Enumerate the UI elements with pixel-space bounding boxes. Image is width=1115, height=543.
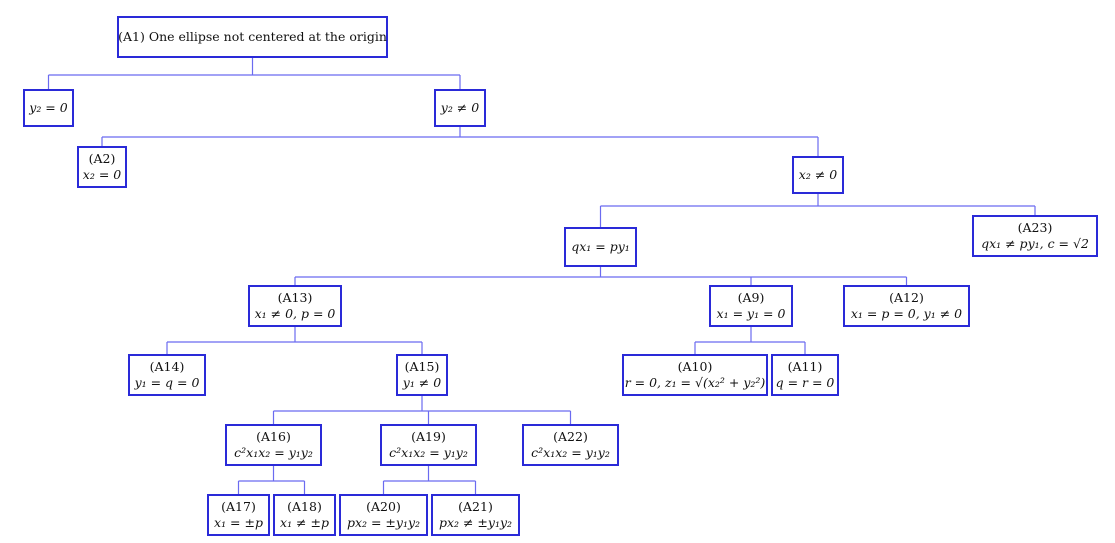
node-a23: (A23) qx₁ ≠ py₁, c = √2 — [972, 215, 1098, 257]
node-a16: (A16) c²x₁x₂ = y₁y₂ — [225, 424, 322, 466]
node-a13: (A13) x₁ ≠ 0, p = 0 — [248, 285, 342, 327]
node-a16-label: (A16) — [256, 429, 291, 444]
node-a12-label: (A12) — [889, 290, 924, 305]
node-a21-condition: px₂ ≠ ±y₁y₂ — [438, 515, 513, 530]
node-a19-condition: c²x₁x₂ = y₁y₂ — [389, 445, 468, 460]
node-a11: (A11) q = r = 0 — [771, 354, 839, 396]
node-a22-label: (A22) — [553, 429, 588, 444]
node-a21-label: (A21) — [458, 499, 493, 514]
node-a14: (A14) y₁ = q = 0 — [128, 354, 206, 396]
node-a17-label: (A17) — [221, 499, 256, 514]
node-y2-zero: y₂ = 0 — [23, 89, 74, 127]
node-a11-label: (A11) — [787, 359, 823, 374]
node-a21: (A21) px₂ ≠ ±y₁y₂ — [431, 494, 520, 536]
node-a10-condition: r = 0, z₁ = √(x₂² + y₂²) — [624, 375, 766, 390]
node-a1-label: (A1) One ellipse not centered at the ori… — [118, 29, 387, 44]
node-a22: (A22) c²x₁x₂ = y₁y₂ — [522, 424, 619, 466]
node-a15-label: (A15) — [404, 359, 440, 374]
node-qx1-equals-py1: qx₁ = py₁ — [564, 227, 637, 267]
node-a2-condition: x₂ = 0 — [82, 167, 122, 182]
node-a18-condition: x₁ ≠ ±p — [280, 515, 329, 530]
node-a10-label: (A10) — [677, 359, 713, 374]
node-a12: (A12) x₁ = p = 0, y₁ ≠ 0 — [843, 285, 970, 327]
node-a19-label: (A19) — [411, 429, 446, 444]
node-a22-condition: c²x₁x₂ = y₁y₂ — [531, 445, 610, 460]
node-a20-condition: px₂ = ±y₁y₂ — [346, 515, 421, 530]
node-a23-condition: qx₁ ≠ py₁, c = √2 — [981, 236, 1089, 251]
node-a2-label: (A2) — [88, 151, 116, 166]
node-a15: (A15) y₁ ≠ 0 — [396, 354, 448, 396]
node-a20-label: (A20) — [366, 499, 401, 514]
node-a2: (A2) x₂ = 0 — [77, 146, 127, 188]
node-a18-label: (A18) — [287, 499, 322, 514]
node-a19: (A19) c²x₁x₂ = y₁y₂ — [380, 424, 477, 466]
node-y2-nonzero: y₂ ≠ 0 — [434, 89, 486, 127]
node-a13-label: (A13) — [277, 290, 313, 305]
node-a17-condition: x₁ = ±p — [214, 515, 263, 530]
node-a18: (A18) x₁ ≠ ±p — [273, 494, 336, 536]
node-a9: (A9) x₁ = y₁ = 0 — [709, 285, 793, 327]
node-a9-label: (A9) — [737, 290, 765, 305]
node-qx1-equals-py1-condition: qx₁ = py₁ — [571, 239, 630, 254]
node-x2-nonzero-condition: x₂ ≠ 0 — [798, 167, 838, 182]
node-a16-condition: c²x₁x₂ = y₁y₂ — [234, 445, 313, 460]
node-a14-condition: y₁ = q = 0 — [134, 375, 200, 390]
node-a1-root: (A1) One ellipse not centered at the ori… — [117, 16, 388, 58]
node-x2-nonzero: x₂ ≠ 0 — [792, 156, 844, 194]
node-a9-condition: x₁ = y₁ = 0 — [716, 306, 786, 321]
node-a13-condition: x₁ ≠ 0, p = 0 — [254, 306, 336, 321]
node-a20: (A20) px₂ = ±y₁y₂ — [339, 494, 428, 536]
node-a17: (A17) x₁ = ±p — [207, 494, 270, 536]
node-a10: (A10) r = 0, z₁ = √(x₂² + y₂²) — [622, 354, 768, 396]
node-a14-label: (A14) — [149, 359, 185, 374]
node-a11-condition: q = r = 0 — [775, 375, 835, 390]
node-a15-condition: y₁ ≠ 0 — [402, 375, 442, 390]
node-a23-label: (A23) — [1017, 220, 1053, 235]
node-a12-condition: x₁ = p = 0, y₁ ≠ 0 — [850, 306, 963, 321]
node-y2-nonzero-condition: y₂ ≠ 0 — [440, 100, 480, 115]
node-y2-zero-condition: y₂ = 0 — [29, 100, 68, 115]
